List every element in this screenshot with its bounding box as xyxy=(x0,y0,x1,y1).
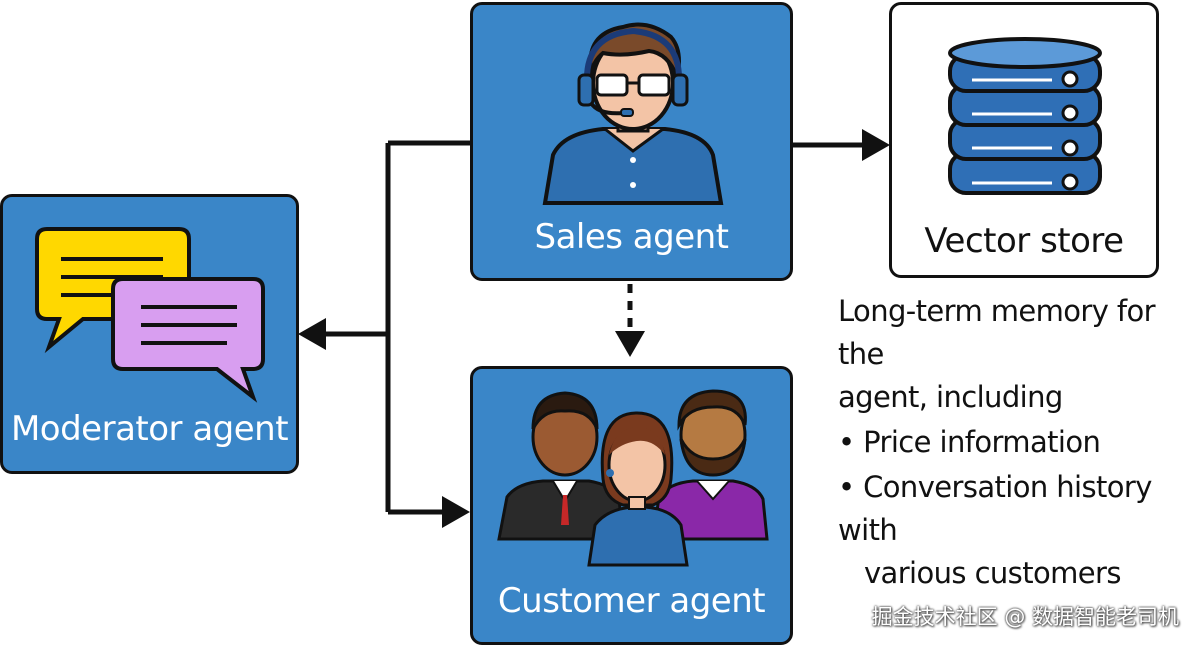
sales-agent-node: Sales agent xyxy=(470,2,793,281)
notes-intro-line2: agent, including xyxy=(838,380,1063,414)
arrowhead-customer xyxy=(442,496,470,528)
notes-bullet-history: • Conversation history with xyxy=(838,470,1152,547)
watermark: 掘金技术社区 @ 数据智能老司机 xyxy=(871,605,1179,629)
database-icon xyxy=(948,37,1102,195)
customer-group-icon xyxy=(497,389,769,567)
chat-bubbles-icon xyxy=(35,227,265,403)
memory-notes: Long-term memory for the agent, includin… xyxy=(838,290,1197,595)
moderator-agent-label: Moderator agent xyxy=(10,409,289,449)
moderator-agent-node: Moderator agent xyxy=(0,194,299,474)
customer-agent-node: Customer agent xyxy=(470,366,793,645)
notes-bullet-price: • Price information xyxy=(838,425,1101,459)
notes-bullet-history-cont: various customers xyxy=(864,556,1121,590)
headset-agent-icon xyxy=(542,22,724,205)
vector-store-label: Vector store xyxy=(924,221,1124,261)
arrowhead-vector xyxy=(862,129,890,161)
arrowhead-moderator xyxy=(298,318,326,350)
customer-agent-label: Customer agent xyxy=(497,581,766,621)
notes-intro-line1: Long-term memory for the xyxy=(838,294,1156,371)
arrowhead-dashed xyxy=(615,331,645,357)
vector-store-node: Vector store xyxy=(889,2,1159,278)
sales-agent-label: Sales agent xyxy=(534,217,729,257)
